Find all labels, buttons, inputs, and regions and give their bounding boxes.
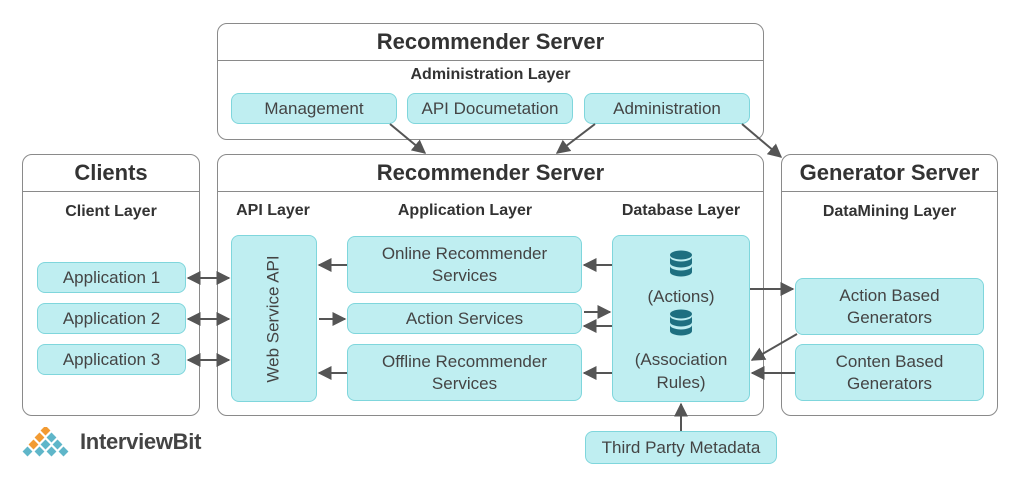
application-2-label: Application 2 xyxy=(62,308,161,328)
main-server-divider xyxy=(218,191,763,192)
application-1-box[interactable]: Application 1 xyxy=(37,262,186,293)
web-service-api-label: Web Service API xyxy=(264,254,283,383)
action-services-box[interactable]: Action Services xyxy=(347,303,582,334)
clients-divider xyxy=(23,191,199,192)
database-actions-label: (Actions) xyxy=(647,287,715,306)
online-recommender-services-box[interactable]: Online Recommender Services xyxy=(347,236,582,293)
administration-label: Administration xyxy=(613,98,721,118)
api-documentation-label: API Documetation xyxy=(421,98,559,118)
management-label: Management xyxy=(264,98,364,118)
online-recommender-line1: Online Recommender xyxy=(381,243,548,263)
api-documentation-box[interactable]: API Documetation xyxy=(407,93,573,124)
third-party-metadata-box[interactable]: Third Party Metadata xyxy=(585,431,777,464)
administration-layer-label: Administration Layer xyxy=(410,66,571,83)
action-based-line2: Generators xyxy=(846,307,933,327)
third-party-metadata-label: Third Party Metadata xyxy=(601,437,761,457)
management-box[interactable]: Management xyxy=(231,93,397,124)
content-based-line1: Conten Based xyxy=(835,351,944,371)
database-association-icon xyxy=(670,309,692,336)
generator-server-title: Generator Server xyxy=(799,160,980,185)
action-services-label: Action Services xyxy=(405,308,524,328)
generator-server-divider xyxy=(782,191,997,192)
datamining-layer-label: DataMining Layer xyxy=(822,203,957,220)
offline-recommender-services-box[interactable]: Offline Recommender Services xyxy=(347,344,582,401)
administration-box[interactable]: Administration xyxy=(584,93,750,124)
client-layer-label: Client Layer xyxy=(65,203,157,220)
action-based-line1: Action Based xyxy=(839,285,940,305)
content-based-line2: Generators xyxy=(846,373,933,393)
api-layer-label: API Layer xyxy=(236,202,310,219)
admin-server-divider xyxy=(218,60,763,61)
offline-recommender-line1: Offline Recommender xyxy=(381,351,548,371)
interviewbit-logo: InterviewBit xyxy=(20,427,201,457)
application-2-box[interactable]: Application 2 xyxy=(37,303,186,334)
database-association-line1: (Association xyxy=(634,350,728,369)
application-layer-label: Application Layer xyxy=(397,202,533,219)
admin-server-title: Recommender Server xyxy=(376,29,605,54)
web-service-api-box[interactable]: Web Service API xyxy=(231,235,317,402)
online-recommender-line2: Services xyxy=(431,265,498,285)
clients-title: Clients xyxy=(74,160,148,185)
database-box[interactable]: (Actions) (Association Rules) xyxy=(612,235,750,402)
content-based-generators-box[interactable]: Conten Based Generators xyxy=(795,344,984,401)
main-server-title: Recommender Server xyxy=(376,160,605,185)
application-3-label: Application 3 xyxy=(62,349,161,369)
offline-recommender-line2: Services xyxy=(431,373,498,393)
database-actions-icon xyxy=(670,250,692,277)
action-based-generators-box[interactable]: Action Based Generators xyxy=(795,278,984,335)
database-association-line2: Rules) xyxy=(656,373,706,392)
interviewbit-logo-text: InterviewBit xyxy=(80,429,202,454)
database-layer-label: Database Layer xyxy=(621,202,741,219)
application-1-label: Application 1 xyxy=(62,267,161,287)
application-3-box[interactable]: Application 3 xyxy=(37,344,186,375)
interviewbit-logo-icon xyxy=(22,427,69,457)
